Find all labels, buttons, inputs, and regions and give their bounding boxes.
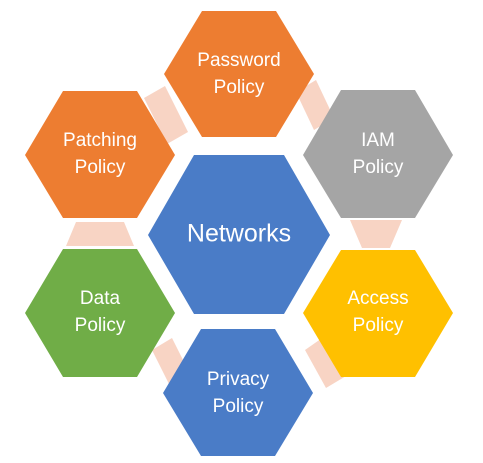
connector-password-iam <box>296 80 334 130</box>
hex-label-line-1: Privacy <box>207 369 270 390</box>
connector-data-patching <box>66 222 134 246</box>
hex-label-line-1: Data <box>80 288 121 309</box>
hex-data-policy: Data Policy <box>25 249 175 377</box>
hex-center-networks: Networks <box>148 155 330 314</box>
hex-iam-policy: IAM Policy <box>303 90 453 218</box>
center-label: Networks <box>187 220 291 248</box>
hex-label-line-1: Patching <box>63 130 137 151</box>
hex-shape <box>164 11 314 137</box>
hex-shape <box>303 90 453 218</box>
hex-privacy-policy: Privacy Policy <box>163 329 313 456</box>
hex-access-policy: Access Policy <box>303 250 453 377</box>
hex-shape <box>25 91 175 218</box>
hex-shape <box>25 249 175 377</box>
connector-access-privacy <box>305 336 346 388</box>
hex-password-policy: Password Policy <box>164 11 314 137</box>
hex-label-line-2: Policy <box>353 157 404 178</box>
connector-iam-access <box>350 220 402 248</box>
hex-label-line-1: Password <box>197 50 280 71</box>
hex-patching-policy: Patching Policy <box>25 91 175 218</box>
hex-label-line-2: Policy <box>213 396 264 417</box>
hex-shape <box>303 250 453 377</box>
hex-label-line-1: Access <box>347 288 408 309</box>
connector-patching-password <box>144 86 188 144</box>
hex-label-line-2: Policy <box>75 315 126 336</box>
hex-shape <box>148 155 330 314</box>
hex-label-line-2: Policy <box>214 77 265 98</box>
hex-shape <box>163 329 313 456</box>
hex-label-line-2: Policy <box>75 157 126 178</box>
hex-label-line-1: IAM <box>361 130 395 151</box>
hex-label-line-2: Policy <box>353 315 404 336</box>
